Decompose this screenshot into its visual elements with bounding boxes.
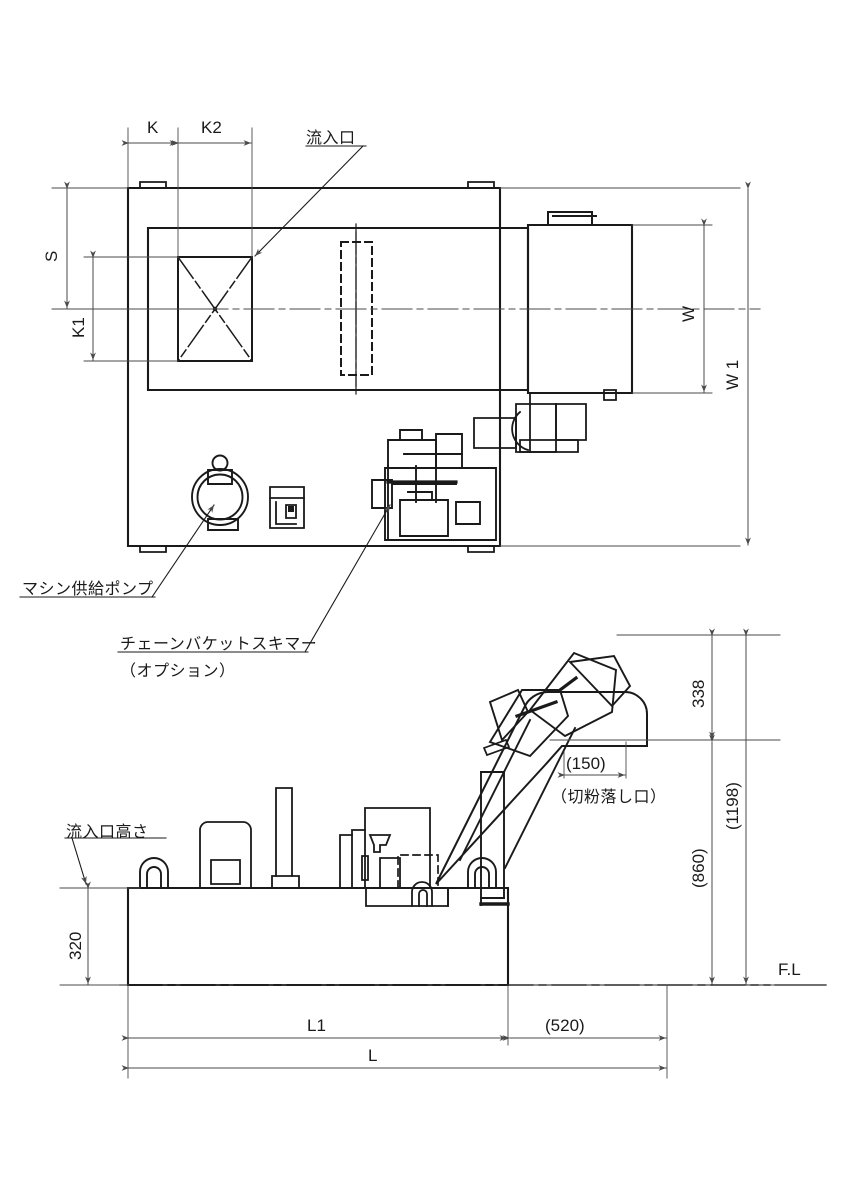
elev-skimmer-hidden [397, 854, 439, 889]
elev-conveyor-bucket-c [568, 654, 632, 708]
plan-foot-lug [139, 181, 495, 553]
dim-ext-320 [59, 887, 141, 986]
plan-supply-pump [191, 454, 249, 531]
elev-pump-body [199, 821, 252, 889]
plan-skimmer-assembly [371, 429, 497, 541]
dim-label-338: 338 [689, 679, 708, 708]
dim-label-150: (150) [566, 754, 606, 773]
dim-label-L: L [368, 1046, 378, 1065]
elev-handle-right [467, 857, 497, 889]
leader-inlet-height [71, 837, 87, 885]
callout-inlet-height: 流入口高さ [66, 822, 149, 841]
plan-hidden-part [340, 241, 373, 376]
dim-label-K2: K2 [201, 118, 222, 137]
plan-pipe-fitting [473, 389, 617, 453]
leader-skimmer [304, 504, 391, 653]
elev-conveyor-slot [482, 738, 511, 757]
dim-label-K1: K1 [69, 317, 88, 338]
elev-conveyor-bucket-b [528, 651, 618, 738]
elev-conveyor-inner [458, 718, 577, 870]
dim-ext-side-top [507, 634, 791, 986]
plan-outer-body [126, 186, 502, 548]
elev-handle-left [139, 857, 169, 889]
plan-pipe-curve [511, 410, 530, 452]
leader-inlet [254, 145, 364, 257]
callout-chip-outlet: （切粉落し口） [551, 787, 667, 806]
plan-control-knob [288, 506, 294, 512]
elev-conveyor-bucket-a [488, 689, 570, 758]
elev-spout [368, 834, 392, 853]
elev-skimmer-catch [365, 887, 449, 907]
dim-ext-bottom [127, 984, 668, 1079]
dim-ext-W [631, 224, 713, 394]
dim-label-S: S [42, 250, 61, 262]
dim-label-860: (860) [689, 848, 708, 888]
elev-guide-plate [480, 771, 505, 906]
callout-skimmer: チェーンバケットスキマー [120, 634, 318, 653]
dim-ext-K1 [83, 256, 179, 362]
callout-inlet: 流入口 [306, 128, 356, 147]
dim-label-320: 320 [66, 931, 85, 960]
callout-supply-pump: マシン供給ポンプ [22, 579, 154, 598]
elev-conveyor-housing [435, 691, 648, 885]
label-floor-line: F.L [778, 960, 801, 979]
elev-skimmer-column [361, 807, 431, 889]
callout-skimmer-option: （オプション） [120, 661, 236, 680]
dim-label-520: (520) [545, 1016, 585, 1035]
plan-control-box [269, 486, 305, 529]
dim-label-1198: (1198) [723, 782, 742, 830]
elev-skimmer-bracket [411, 881, 433, 907]
dim-label-W: W [679, 305, 698, 322]
dim-ext-lines-top [127, 127, 253, 259]
dim-label-W1: W 1 [723, 359, 742, 390]
leader-supply-pump [151, 504, 215, 598]
elev-conveyor-link [514, 675, 579, 719]
dim-label-L1: L1 [307, 1016, 326, 1035]
dim-label-K: K [147, 118, 159, 137]
elev-pipe [271, 787, 300, 889]
elev-tank [126, 886, 510, 987]
elev-skimmer-box [339, 829, 366, 889]
plan-motor-lug [547, 211, 597, 226]
